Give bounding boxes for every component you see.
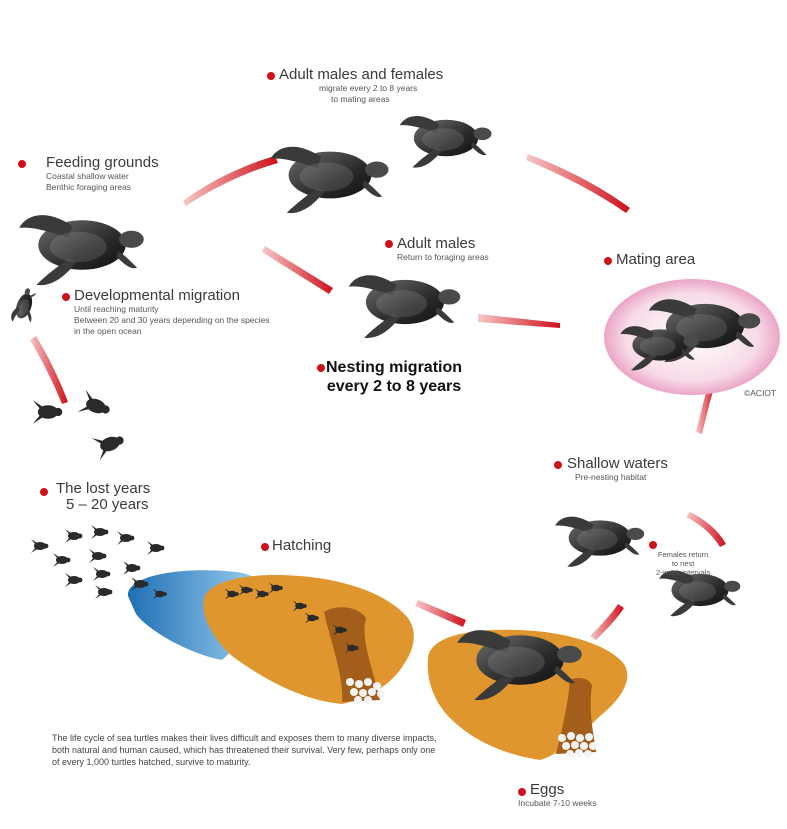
- stage-title: Mating area: [616, 251, 695, 268]
- females-return-line3: 2-week intervals: [656, 568, 710, 577]
- turtle-adult-2: [400, 116, 492, 168]
- stage-title: Shallow waters: [567, 455, 668, 472]
- lost-years-line1: The lost years: [56, 481, 150, 497]
- marker-dot: [18, 160, 26, 168]
- adult-males-label: Adult males Return to foraging areas: [397, 235, 489, 263]
- feeding-grounds-label: Feeding grounds Coastal shallow water Be…: [46, 154, 159, 193]
- stage-detail: migrate every 2 to 8 years: [279, 83, 443, 94]
- stage-detail: Pre-nesting habitat: [567, 472, 668, 483]
- stage-title: Feeding grounds: [46, 154, 159, 171]
- stage-title: Eggs: [530, 781, 596, 798]
- females-return-line1: Females return: [656, 550, 710, 559]
- marker-dot: [62, 293, 70, 301]
- lost-years-label: The lost years 5 – 20 years: [56, 481, 150, 513]
- stage-detail: in the open ocean: [74, 326, 270, 337]
- marker-dot: [649, 541, 657, 549]
- stage-detail: Coastal shallow water: [46, 171, 159, 182]
- stage-detail: Until reaching maturity: [74, 304, 270, 315]
- arrow-feeding-to-adults: [183, 156, 278, 206]
- mating-area-label: Mating area: [616, 251, 695, 268]
- nesting-migration-label: Nesting migration every 2 to 8 years: [326, 358, 462, 396]
- marker-dot: [267, 72, 275, 80]
- egg-clutch-nest: [558, 732, 597, 758]
- marker-dot: [554, 461, 562, 469]
- stage-detail: Benthic foraging areas: [46, 182, 159, 193]
- adult-males-females-label: Adult males and females migrate every 2 …: [279, 66, 443, 105]
- arrow-adults-to-mating: [526, 154, 630, 213]
- turtle-juvenile: [9, 286, 41, 328]
- turtle-shallow-1: [555, 517, 644, 567]
- footnote-text: The life cycle of sea turtles makes thei…: [52, 732, 442, 768]
- arrow-eggs-to-shallow: [590, 604, 624, 640]
- stage-detail: Incubate 7-10 weeks: [518, 798, 596, 809]
- turtle-shallow-2: [659, 571, 740, 617]
- marker-dot: [261, 543, 269, 551]
- marker-dot: [385, 240, 393, 248]
- stage-detail: to mating areas: [279, 94, 443, 105]
- hatching-label: Hatching: [272, 537, 331, 554]
- juvenile-turtles: [33, 390, 128, 461]
- marker-dot: [40, 488, 48, 496]
- females-return-label: Females return to nest 2-week intervals: [656, 550, 710, 577]
- arrow-to-feeding: [262, 246, 333, 294]
- lost-years-line2: 5 – 20 years: [56, 497, 150, 513]
- nesting-migration-line1: Nesting migration: [326, 358, 462, 377]
- marker-dot: [518, 788, 526, 796]
- stage-detail: Between 20 and 30 years depending on the…: [74, 315, 270, 326]
- turtle-adult-male: [349, 275, 460, 338]
- stage-title: Adult males: [397, 235, 489, 252]
- arrow-developmental: [30, 336, 68, 404]
- stage-title: Developmental migration: [74, 287, 270, 304]
- marker-dot: [604, 257, 612, 265]
- credit-text: ©ACIOT: [744, 388, 776, 399]
- turtle-feeding: [19, 215, 143, 285]
- arrow-internesting: [686, 512, 726, 547]
- stage-detail: Return to foraging areas: [397, 252, 489, 263]
- turtle-adult-1: [271, 147, 389, 213]
- arrow-mating-to-males: [478, 314, 560, 328]
- stage-title: Adult males and females: [279, 66, 443, 83]
- arrow-hatching-to-eggs: [415, 600, 466, 627]
- females-return-line2: to nest: [656, 559, 710, 568]
- marker-dot: [317, 364, 325, 372]
- nesting-migration-line2: every 2 to 8 years: [326, 377, 462, 396]
- eggs-label: Eggs Incubate 7-10 weeks: [530, 781, 596, 809]
- shallow-waters-label: Shallow waters Pre-nesting habitat: [567, 455, 668, 483]
- developmental-migration-label: Developmental migration Until reaching m…: [74, 287, 270, 337]
